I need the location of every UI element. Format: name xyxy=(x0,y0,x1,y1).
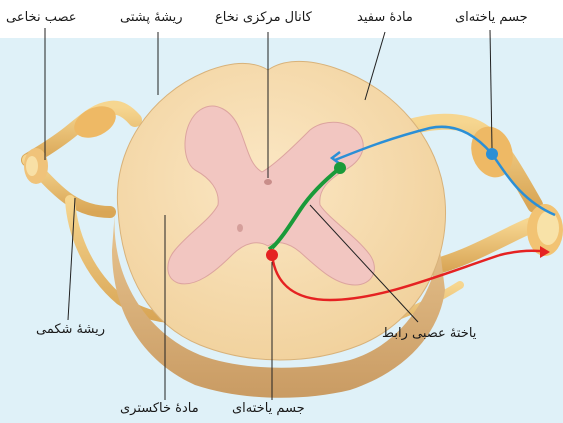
interneuron-cell-body xyxy=(334,162,346,174)
label-central-canal: کانال مرکزی نخاع xyxy=(215,10,312,26)
small-canal-mark xyxy=(237,224,243,232)
motor-cell-body xyxy=(266,249,278,261)
label-dorsal-root: ریشهٔ پشتی xyxy=(120,10,183,26)
sensory-cell-body xyxy=(486,148,498,160)
central-canal xyxy=(264,179,272,185)
label-interneuron: یاختهٔ عصبی رابط xyxy=(382,326,476,342)
label-cell-body-bottom: جسم یاخته‌ای xyxy=(232,401,305,417)
label-white-matter: مادهٔ سفید xyxy=(357,10,413,26)
label-ventral-root: ریشهٔ شکمی xyxy=(36,322,105,338)
label-cell-body-top: جسم یاخته‌ای xyxy=(455,10,528,26)
label-spinal-nerve: عصب نخاعی xyxy=(6,10,77,26)
label-gray-matter: مادهٔ خاکستری xyxy=(120,401,199,417)
